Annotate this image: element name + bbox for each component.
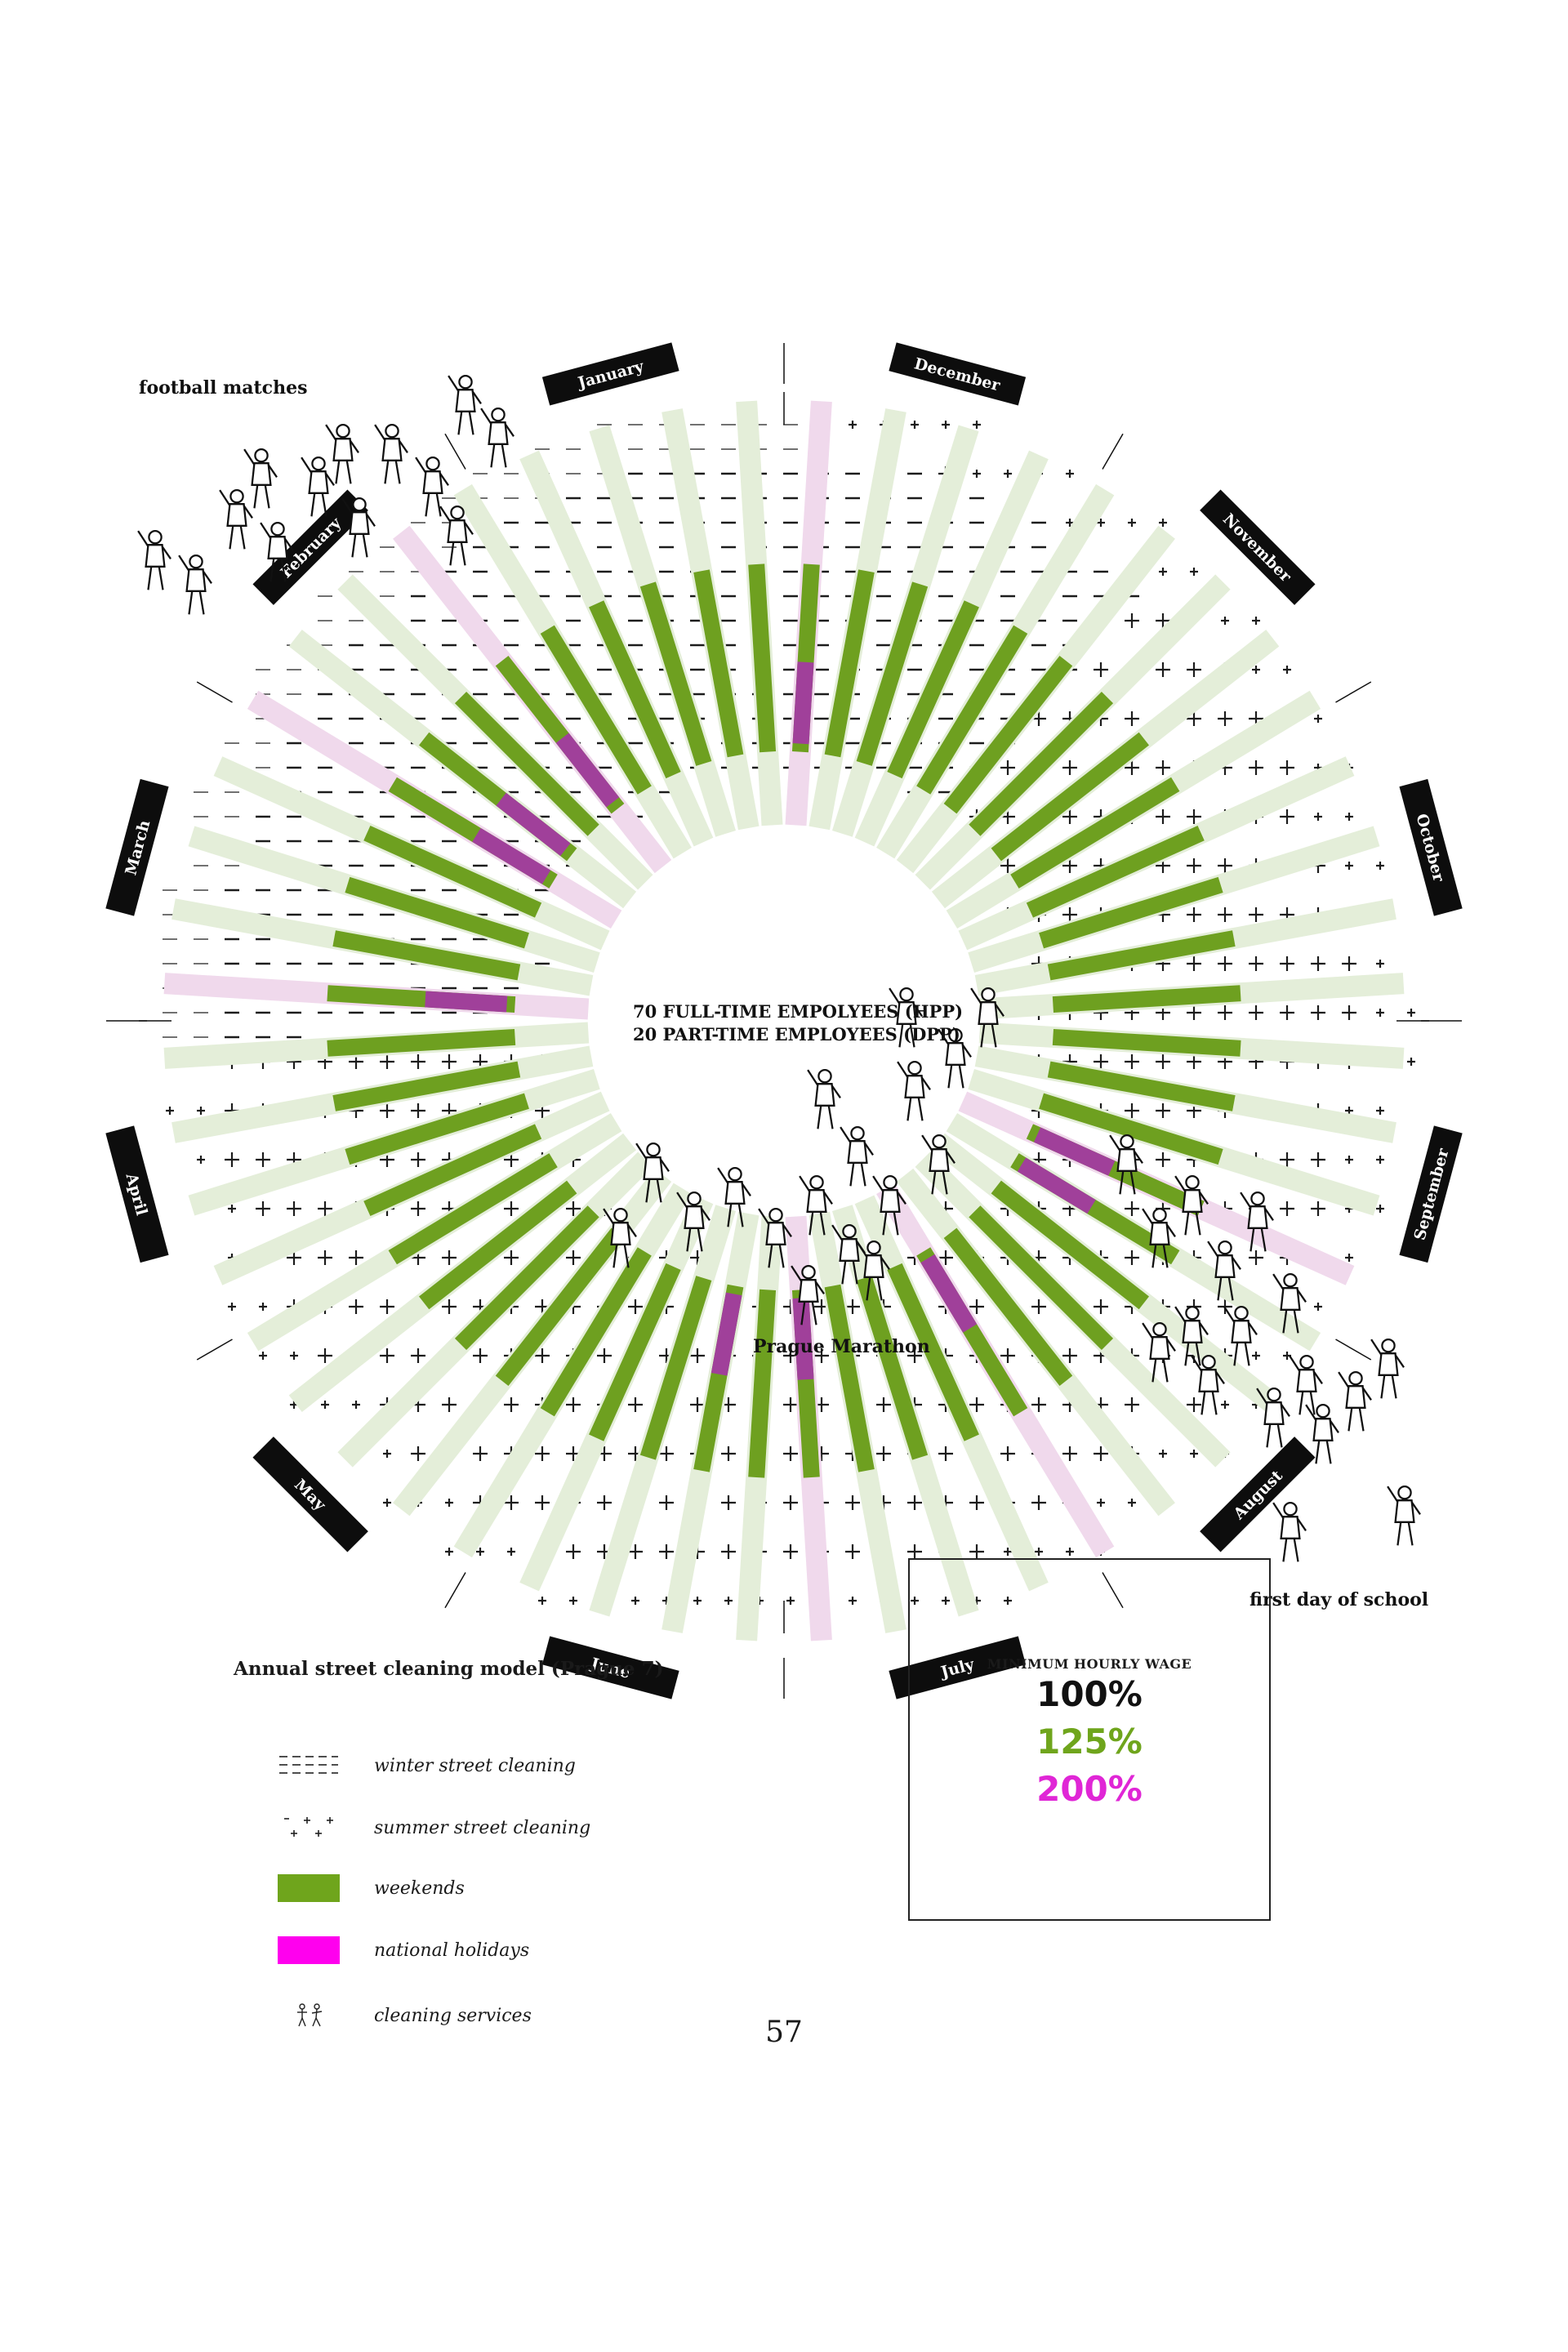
legend-item-winter: winter street cleaning — [278, 1749, 576, 1782]
wage-level-100: 100% — [1036, 1674, 1143, 1714]
weekend-swatch — [278, 1874, 340, 1902]
month-label-january: January — [541, 342, 679, 406]
legend-item-holiday: national holidays — [278, 1934, 529, 1967]
annotation-football-matches: football matches — [139, 377, 308, 399]
legend-item-services: cleaning services — [278, 1999, 532, 2032]
legend-label-services: cleaning services — [374, 2005, 532, 2026]
legend-label-holiday: national holidays — [374, 1940, 530, 1961]
legend-title: Annual street cleaning model (Prague 7) — [234, 1658, 664, 1680]
month-label-october: October — [1399, 778, 1463, 916]
crowd-sketches — [137, 374, 1421, 1562]
center-label-parttime: 20 PART-TIME EMPLOYEES (DPP) — [633, 1024, 960, 1045]
walking-people-icon — [278, 2002, 340, 2029]
legend-item-summer: summer street cleaning — [278, 1811, 590, 1844]
month-label-april: April — [105, 1125, 169, 1263]
holiday-swatch — [278, 1936, 340, 1964]
quarter-axes — [106, 343, 1462, 1699]
legend-item-weekend: weekends — [278, 1872, 465, 1904]
page-number: 57 — [765, 2016, 803, 2049]
month-label-march: March — [105, 778, 169, 916]
legend-label-winter: winter street cleaning — [374, 1755, 576, 1776]
center-label-fulltime: 70 FULL-TIME EMPOLYEES (HPP) — [633, 1001, 964, 1022]
wage-title: MINIMUM HOURLY WAGE — [987, 1656, 1192, 1672]
month-label-september: September — [1399, 1125, 1463, 1263]
annotation-first-day-of-school: first day of school — [1250, 1589, 1429, 1610]
month-label-july: July — [889, 1636, 1027, 1699]
summer-texture-swatch — [278, 1814, 340, 1842]
svg-text:February: February — [278, 514, 345, 581]
svg-text:November: November — [1219, 510, 1295, 586]
wage-level-200: 200% — [1036, 1769, 1143, 1809]
wage-level-125: 125% — [1036, 1722, 1143, 1762]
legend-label-weekend: weekends — [374, 1878, 465, 1899]
minimum-wage-box: MINIMUM HOURLY WAGE 100% 125% 200% — [908, 1558, 1271, 1921]
month-label-december: December — [889, 342, 1027, 406]
week-bars — [163, 400, 1405, 1642]
legend-label-summer: summer street cleaning — [374, 1817, 591, 1838]
month-label-june: June — [541, 1636, 679, 1699]
winter-texture-swatch — [278, 1752, 340, 1780]
annotation-prague-marathon: Prague Marathon — [753, 1336, 930, 1357]
